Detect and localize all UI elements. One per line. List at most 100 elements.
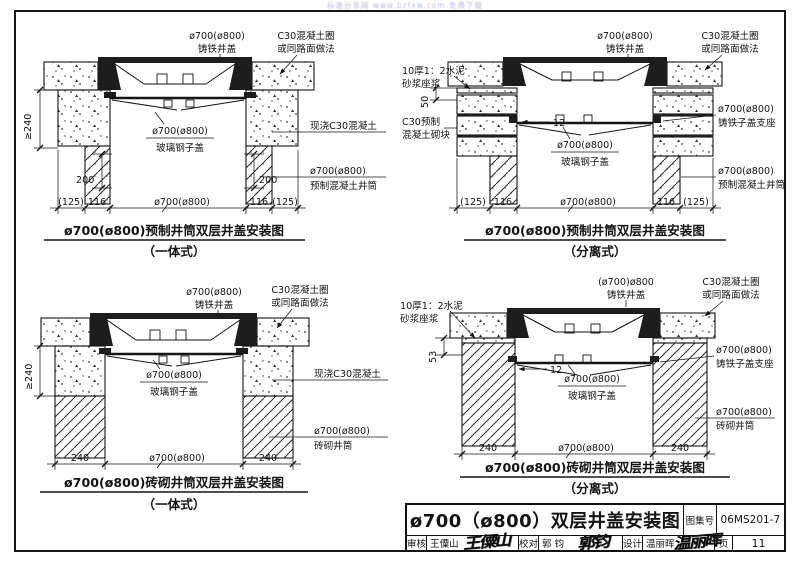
dim-12: 12 [550, 365, 562, 376]
sheet-main-title: ø700（ø800）双层井盖安装图 [407, 505, 685, 535]
leader-line [279, 54, 298, 75]
leader-line [152, 359, 161, 370]
drawing-title: ø700(ø800)砖砌井筒双层井盖安装图 [485, 460, 705, 475]
dim-200-right: 200 [259, 175, 277, 186]
label-ring2: 或同路面做法 [702, 289, 760, 301]
cover-frame-seat-right [229, 62, 252, 90]
label-shaft-name: 砖砌井筒 [716, 420, 755, 432]
label-shaft-dia: ø700(ø800) [718, 166, 774, 177]
drawing-precast-separate: 50 12 (125) 116 ø700(ø800) 116 (125) ø70… [402, 30, 786, 259]
proofer-name: 郭 钧 郭钧 [539, 532, 623, 553]
subcover-support-right [653, 116, 661, 123]
dim-53: 53 [428, 351, 439, 363]
subcover-support-left [509, 116, 517, 123]
road-slab-left [449, 312, 508, 339]
precast-block [652, 94, 714, 115]
label-cover-name: 铸铁井盖 [198, 43, 237, 55]
label-subcover-name: 玻璃钢子盖 [156, 142, 204, 154]
label-support-name: 铸铁子盖支座 [718, 117, 776, 129]
label-cover-name: 铸铁井盖 [607, 289, 646, 301]
section-geometry [40, 313, 310, 459]
dim-bottom: (125) [58, 197, 84, 208]
label-block2: 混凝土砌块 [402, 129, 450, 141]
leader-line [562, 126, 571, 140]
dim-bottom: ø700(ø800) [149, 453, 205, 464]
road-slab-right [666, 61, 723, 87]
dim-200-left: 200 [76, 175, 94, 186]
annotations: ø700(ø800) 铸铁井盖 C30混凝土圈 或同路面做法 现浇C30混凝土 … [146, 30, 386, 192]
label-ring2: 或同路面做法 [271, 297, 329, 309]
road-slab-right [256, 317, 310, 347]
dimensions: 53 12 240 ø700(ø800) 240 [428, 334, 715, 460]
leader-line [704, 300, 724, 317]
cover-frame-seat-left [98, 62, 121, 90]
dim-12: 12 [553, 118, 565, 129]
reviewer-signature: 王僳山 [462, 530, 511, 553]
mortar-bed-left [461, 337, 516, 344]
section-geometry [43, 57, 315, 205]
drawing-subtitle: （分离式） [564, 481, 627, 496]
label-ring1: C30混凝土圈 [702, 276, 759, 288]
leader-line [276, 308, 293, 329]
drawing-brick-separate: 53 12 240 ø700(ø800) 240 (ø700)ø800 铸铁井盖… [400, 276, 775, 496]
label-subcover-dia: ø700(ø800) [146, 370, 202, 381]
dim-ge240: ≥240 [24, 364, 35, 390]
section-geometry [449, 308, 716, 447]
dimensions: ≥240 240 ø700(ø800) 240 [24, 342, 301, 470]
label-ring1: C30混凝土圈 [271, 284, 328, 296]
leader-line [449, 310, 476, 339]
label-support-dia: ø700(ø800) [716, 345, 772, 356]
label-collar: 现浇C30混凝土 [310, 120, 377, 132]
label-shaft-dia: ø700(ø800) [314, 426, 370, 437]
label-cover-dia: ø700(ø800) [189, 31, 245, 42]
cast-iron-cover-plate [503, 57, 667, 63]
road-slab-left [43, 61, 99, 91]
dim-bottom: ø700(ø800) [154, 197, 210, 208]
label-ring2: 或同路面做法 [701, 43, 759, 55]
mortar-bed-left [456, 87, 518, 94]
concrete-collar-left [57, 89, 111, 147]
label-cover-name: 铸铁井盖 [606, 43, 645, 55]
label-support-dia: ø700(ø800) [718, 104, 774, 115]
mortar-bed-right [652, 87, 714, 94]
subcover-support-left [508, 356, 517, 362]
precast-shaft-wall-left [84, 145, 111, 205]
dim-bottom: 240 [71, 453, 89, 464]
cast-iron-cover-plate [98, 57, 252, 63]
drawing-title: ø700(ø800)预制井筒双层井盖安装图 [485, 223, 705, 238]
dim-bottom: 240 [259, 453, 277, 464]
brick-shaft-wall-left [54, 395, 106, 459]
watermark-text: 标准分享网 www.bzfxw.com 免费下载 [327, 1, 483, 10]
dim-bottom: 116 [494, 197, 512, 208]
reviewer-printed-name: 王僳山 [430, 539, 459, 550]
label-ring1: C30混凝土圈 [277, 30, 334, 42]
label-ring1: C30混凝土圈 [701, 30, 758, 42]
label-subcover-name: 玻璃钢子盖 [150, 386, 198, 398]
dim-50: 50 [420, 96, 431, 108]
mortar-bed-right [652, 337, 708, 344]
precast-shaft-wall-right [245, 145, 273, 205]
label-mortar2: 砂浆座浆 [400, 313, 439, 325]
page-number: 11 [751, 536, 766, 550]
road-slab-right [251, 61, 315, 91]
label-mortar2: 砂浆座浆 [402, 78, 441, 90]
section-geometry [447, 57, 723, 205]
leader-line [453, 75, 471, 90]
concrete-collar-right [245, 89, 299, 147]
road-slab-left [40, 317, 91, 347]
proofer-signature: 郭钧 [576, 532, 609, 553]
dim-bottom: 116 [250, 197, 268, 208]
leader-line [659, 355, 715, 363]
dim-bottom: 240 [479, 443, 497, 454]
precast-block [456, 136, 518, 157]
label-subcover-dia: ø700(ø800) [564, 374, 620, 385]
label-shaft-name: 预制混凝土井筒 [718, 179, 786, 191]
brick-shaft-wall-right [242, 395, 294, 459]
annotations: (ø700)ø800 铸铁井盖 C30混凝土圈 或同路面做法 10厚1：2水泥 … [400, 276, 775, 432]
drawing-title: ø700(ø800)预制井筒双层井盖安装图 [64, 223, 284, 238]
precast-block [652, 136, 714, 157]
precast-shaft-wall-left [489, 155, 518, 205]
brick-shaft-wall-right [652, 342, 708, 447]
dim-bottom: 240 [671, 443, 689, 454]
annotations: ø700(ø800) 铸铁井盖 C30混凝土圈 或同路面做法 现浇C30混凝土 … [140, 284, 388, 452]
